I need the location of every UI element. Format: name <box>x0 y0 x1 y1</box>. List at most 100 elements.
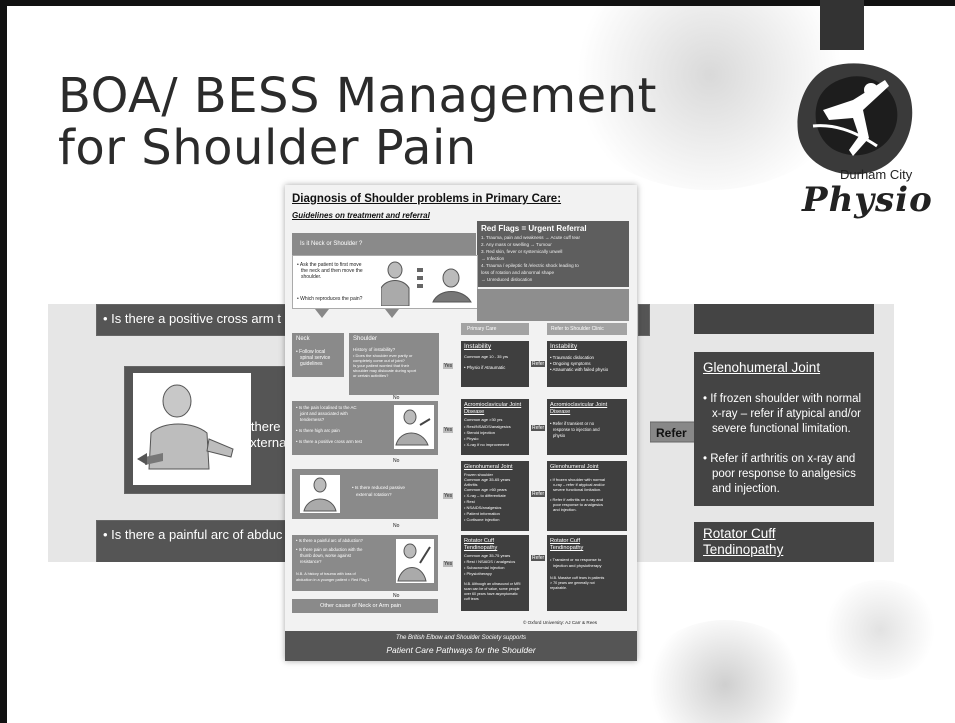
red-flags-title: Red Flags = Urgent Referral <box>481 224 587 233</box>
instability-text: Common age 10 - 35 yrs <box>464 354 509 359</box>
gh-question: • Is there reduced passive <box>352 485 405 490</box>
durham-city-physio-logo: Durham City Physio <box>788 60 933 225</box>
gh-primary-box: Glenohumeral Joint Frozen shoulder Commo… <box>461 461 529 531</box>
rc-refer-text: > 70 years are generally not <box>550 581 595 585</box>
glenohumeral-text: • Refer if arthritis on x-ray and <box>703 453 856 465</box>
flowchart-question: • Is there <box>229 419 281 434</box>
glenohumeral-text: x-ray – refer if atypical and/or <box>712 408 861 420</box>
slide-title-line-1: BOA/ BESS Management <box>58 68 657 124</box>
red-flag-item: 3. Red skin, fever or systemically unwel… <box>481 249 563 254</box>
shoulder-text: shoulder may dislocate during sport <box>353 368 417 373</box>
flowchart-question: • Is there a positive cross arm t <box>103 311 281 326</box>
shoulder-text: • Does the shoulder ever partly or <box>353 353 413 358</box>
glenohumeral-text: severe functional limitation. <box>712 423 851 435</box>
instability-title: Instability <box>464 343 492 350</box>
shoulder-figure-image <box>133 373 251 485</box>
acj-question: • Is there high arc pain <box>296 428 340 433</box>
acj-refer-box: Acromioclavicular Joint Disease • Refer … <box>547 399 627 455</box>
rc-title: Tendinopathy <box>550 545 584 551</box>
acj-text: • Rest/NSAIDS/analgesics <box>464 424 511 429</box>
acj-refer-text: physio <box>553 433 566 438</box>
poster-subtitle: Guidelines on treatment and referral <box>292 211 430 220</box>
primary-care-header: Primary Care <box>461 323 529 335</box>
gh-text: • Cortisone injection <box>464 517 500 522</box>
glenohumeral-box: Glenohumeral Joint • If frozen shoulder … <box>694 352 874 506</box>
acj-title: Acromioclavicular Joint <box>464 402 522 408</box>
gh-text: • X-ray – to differentiate <box>464 493 506 498</box>
rc-question: thumb down, worse against <box>300 553 351 558</box>
glenohumeral-text: and injection. <box>712 483 780 495</box>
refer-label: Refer <box>531 425 546 431</box>
refer-label: Refer <box>531 491 546 497</box>
acj-text: • Steroid injection <box>464 430 495 435</box>
gh-text: Frozen shoulder <box>464 472 493 477</box>
red-flag-item: 2. Any mass or swelling → Tumour <box>481 242 552 247</box>
ask-patient-text: the neck and then move the <box>301 268 363 274</box>
gh-refer-text: poor response to analgesics <box>553 502 604 507</box>
ask-patient-text: shoulder. <box>301 274 322 280</box>
ask-patient-text: • Ask the patient to first move <box>297 262 362 268</box>
acj-text: • X-ray if no improvement <box>464 442 509 447</box>
rc-refer-box: Rotator Cuff Tendinopathy • Transient or… <box>547 535 627 611</box>
instability-primary-box: Instability Common age 10 - 35 yrs • Phy… <box>461 341 529 387</box>
acj-refer-text: • Refer if transient or no <box>550 421 595 426</box>
rc-text: N.B. Although an ultrasound or MRI <box>464 582 521 586</box>
no-label: No <box>393 593 400 599</box>
rc-text: scan can be of value, some people <box>464 587 520 591</box>
acj-figure-icon <box>394 405 434 449</box>
poster-title: Diagnosis of Shoulder problems in Primar… <box>292 193 562 205</box>
acj-title: Acromioclavicular Joint <box>550 402 608 408</box>
logo-text-physio: Physio <box>802 180 933 220</box>
gh-text: • NSAIDS/analgesics <box>464 505 502 510</box>
gh-refer-text: • Refer if arthritis on x-ray and <box>550 497 603 502</box>
rc-title: Rotator Cuff <box>550 538 581 544</box>
logo-text-durham-city: Durham City <box>840 167 913 182</box>
primary-care-label: Primary Care <box>467 326 497 332</box>
gh-text: Common age 35-65 years <box>464 477 511 482</box>
acj-question: joint and associated with <box>300 411 348 416</box>
shoulder-label: Shoulder <box>353 336 378 342</box>
poster-background-panel <box>477 289 629 321</box>
gh-text: Arthritis <box>464 482 478 487</box>
neck-text: • Follow local <box>296 349 326 355</box>
rotator-cuff-box: Rotator Cuff Tendinopathy <box>694 522 874 562</box>
gh-refer-text: severe functional limitation. <box>553 487 602 492</box>
shoulder-guideline-poster: Diagnosis of Shoulder problems in Primar… <box>285 185 637 661</box>
slide-title-line-2: for Shoulder Pain <box>58 120 477 176</box>
neck-or-shoulder-box: Is it Neck or Shoulder ? <box>292 233 476 255</box>
slide-border-top <box>0 0 955 6</box>
ask-patient-box: • Ask the patient to first move the neck… <box>292 255 478 309</box>
gh-title: Glenohumeral Joint <box>550 464 599 470</box>
neck-box: Neck • Follow local spinal service guide… <box>292 333 344 377</box>
poster-footer: The British Elbow and Shoulder Society s… <box>285 631 637 661</box>
instability-refer-text: • Traumatic dislocation <box>550 355 594 360</box>
red-flag-item: loss of rotation and abnormal shape <box>481 270 555 275</box>
neck-or-shoulder-question: Is it Neck or Shoulder ? <box>300 241 363 247</box>
rc-figure-icon <box>396 539 434 583</box>
rc-refer-text: repairable. <box>550 586 567 590</box>
background-glow <box>640 620 810 723</box>
acj-question: tenderness? <box>300 417 325 422</box>
acj-refer-text: response to injection and <box>553 427 600 432</box>
rc-title: Rotator Cuff <box>464 538 495 544</box>
gh-refer-text: • If frozen shoulder with normal <box>550 477 605 482</box>
flowchart-question: • Is there a painful arc of abduc <box>103 527 283 542</box>
rc-text: • Physiotherapy <box>464 571 492 576</box>
gh-text: Common age >60 years <box>464 487 507 492</box>
instability-text: • Physio if Atraumatic <box>464 365 506 370</box>
rc-question: N.B. A history of trauma with loss of <box>296 572 356 576</box>
flow-arrow-icon <box>385 309 399 318</box>
rotator-cuff-title: Rotator Cuff <box>703 526 776 541</box>
gh-refer-text: x-ray – refer if atypical and/or <box>553 482 605 487</box>
gh-title: Glenohumeral Joint <box>464 464 513 470</box>
acj-question-box: • Is the pain localised to the AC joint … <box>292 401 438 455</box>
gh-question-box: • Is there reduced passive external rota… <box>292 469 438 519</box>
acj-text: Common age >30 yrs <box>464 417 503 422</box>
which-reproduces-text: • Which reproduces the pain? <box>297 296 363 302</box>
rc-primary-box: Rotator Cuff Tendinopathy Common age 35-… <box>461 535 529 611</box>
logo-figure-icon <box>797 63 913 175</box>
poster-copyright: © Oxford University: AJ Carr & Rees <box>523 620 598 625</box>
yes-label: Yes <box>443 493 454 499</box>
rc-refer-text: N.B. Massive cuff tears in patients <box>550 576 605 580</box>
